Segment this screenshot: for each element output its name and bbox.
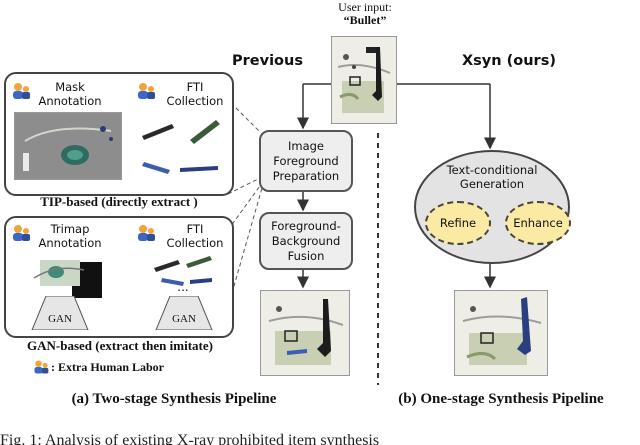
- trimap-image: [26, 252, 102, 298]
- gan-fti-collection-label: FTI Collection: [160, 222, 230, 250]
- refine-label: Refine: [439, 216, 477, 230]
- gan-fti-label-line1: FTI: [186, 222, 204, 236]
- gan-label-left: GAN: [48, 313, 72, 325]
- image-foreground-preparation-box: Image Foreground Preparation: [259, 130, 353, 192]
- xray-scan-art: [332, 37, 396, 123]
- gan-label-right: GAN: [172, 313, 196, 325]
- generation-title: Text-conditional Generation: [414, 163, 570, 191]
- input-xray-image: [331, 36, 397, 124]
- one-stage-output-image: [454, 290, 548, 376]
- gan-fti-items: [154, 256, 212, 286]
- worker-icon: [13, 83, 30, 99]
- enhance-node: Enhance: [505, 201, 571, 245]
- gan-caption: GAN-based (extract then imitate): [27, 338, 213, 353]
- mask-annotation-label: Mask Annotation: [30, 80, 110, 108]
- gan-fti-label-line2: Collection: [166, 236, 224, 250]
- trimap-label-line2: Annotation: [38, 236, 102, 250]
- header-previous: Previous: [232, 53, 303, 69]
- worker-icon: [138, 83, 155, 99]
- fti-label-line1: FTI: [186, 80, 204, 94]
- step1-line2: Foreground: [273, 153, 339, 168]
- gan-shape-left: [31, 296, 89, 330]
- two-stage-scan-art: [261, 291, 349, 375]
- generation-title-line1: Text-conditional: [446, 163, 538, 177]
- mask-scan-art: [15, 113, 121, 179]
- fti-collection-label: FTI Collection: [160, 80, 230, 108]
- ellipsis-text: ...: [177, 280, 189, 294]
- user-input-line2: “Bullet”: [343, 13, 387, 27]
- worker-icon: [13, 225, 30, 241]
- step1-line3: Preparation: [272, 168, 340, 183]
- mask-image: [14, 112, 122, 180]
- fti-items-top: [142, 120, 220, 174]
- refine-node: Refine: [425, 201, 491, 245]
- two-stage-output-image: [260, 290, 350, 376]
- tip-caption: TIP-based (directly extract ): [40, 194, 198, 209]
- step2-line2: Background: [271, 233, 341, 248]
- step2-line1: Foreground-: [271, 218, 341, 233]
- header-xsyn: Xsyn (ours): [462, 53, 556, 69]
- user-input-line1: User input:: [338, 0, 392, 14]
- foreground-background-fusion-box: Foreground- Background Fusion: [259, 212, 353, 270]
- fti-label-line2: Collection: [166, 94, 224, 108]
- generation-title-line2: Generation: [459, 177, 525, 191]
- branch-lines: [297, 83, 496, 289]
- trimap-annotation-label: Trimap Annotation: [30, 222, 110, 250]
- worker-icon: [34, 360, 49, 374]
- mask-label-line1: Mask: [55, 80, 85, 94]
- mask-label-line2: Annotation: [38, 94, 102, 108]
- step2-line3: Fusion: [287, 248, 325, 263]
- gan-shape-right: [155, 296, 213, 330]
- one-stage-scan-art: [455, 291, 547, 375]
- step1-line1: Image: [287, 138, 325, 153]
- user-input-label: User input: “Bullet”: [330, 1, 400, 27]
- caption-right: (b) One-stage Synthesis Pipeline: [398, 391, 604, 407]
- caption-left: (a) Two-stage Synthesis Pipeline: [71, 391, 277, 407]
- figure-caption: Fig. 1: Analysis of existing X-ray prohi…: [0, 431, 640, 445]
- figure-caption-text: Fig. 1: Analysis of existing X-ray prohi…: [0, 432, 380, 445]
- enhance-label: Enhance: [513, 216, 563, 230]
- worker-icon: [138, 225, 155, 241]
- trimap-label-line1: Trimap: [50, 222, 90, 236]
- legend-text: : Extra Human Labor: [51, 360, 165, 374]
